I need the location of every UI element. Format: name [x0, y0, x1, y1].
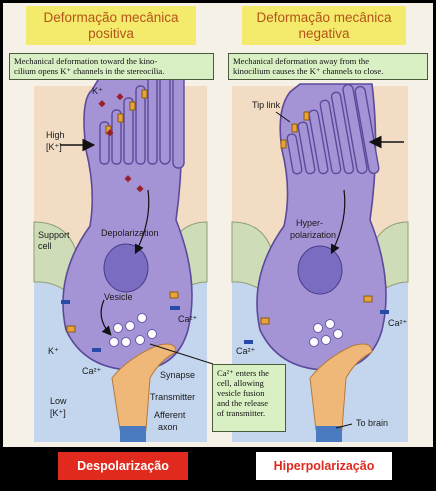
right-panel: [231, 83, 409, 442]
left-title: Deformação mecânica positiva: [26, 6, 196, 45]
left-stereocilia: [99, 61, 185, 169]
middle-callout-line4: and the release: [217, 398, 269, 408]
left-vesicle-arrow: [100, 299, 112, 336]
left-label-low-k: [K⁺]: [50, 408, 66, 418]
left-label-afferent: Afferent: [154, 410, 186, 420]
left-kinocilium: [172, 69, 185, 169]
right-vesicles: [309, 319, 343, 347]
left-afferent-nerve: [111, 343, 177, 431]
right-bottom-label: Hiperpolarização: [256, 452, 392, 480]
right-afferent-nerve: [309, 343, 373, 431]
left-bottom-text: Despolarização: [77, 459, 169, 473]
right-label-to-brain: To brain: [356, 418, 388, 428]
left-label-axon: axon: [158, 422, 178, 432]
left-label-depolarization: Depolarization: [101, 228, 159, 238]
middle-callout: Ca²⁺ enters the cell, allowing vesicle f…: [212, 364, 286, 432]
right-nucleus: [297, 245, 343, 295]
left-label-support2: cell: [38, 241, 52, 251]
left-label-support: Support: [38, 230, 70, 240]
right-kinocilium: [354, 85, 380, 175]
left-flow-arrow: [134, 189, 150, 255]
left-callout-line1: Mechanical deformation toward the kino-: [14, 56, 158, 66]
left-label-high: High: [46, 130, 65, 140]
right-stereocilia: [286, 83, 380, 175]
left-title-line2: positiva: [88, 25, 134, 41]
left-bottom-label: Despolarização: [58, 452, 188, 480]
right-title-line2: negativa: [298, 25, 350, 41]
middle-callout-line2: cell, allowing: [217, 378, 264, 388]
left-nucleus: [103, 243, 149, 293]
right-label-ca-left: Ca²⁺: [236, 346, 256, 356]
right-title-line1: Deformação mecânica: [256, 9, 392, 25]
left-label-k-bottom: K⁺: [48, 346, 59, 356]
left-label-vesicle: Vesicle: [104, 292, 133, 302]
right-callout-line1: Mechanical deformation away from the: [233, 56, 370, 66]
right-axon-stub: [316, 426, 342, 442]
right-k-channels: [260, 111, 373, 325]
right-flow-arrow: [330, 189, 346, 255]
left-label-synapse: Synapse: [160, 370, 195, 380]
middle-callout-pointer: [149, 343, 214, 365]
left-label-k-top: K⁺: [92, 86, 103, 96]
middle-callout-line1: Ca²⁺ enters the: [217, 368, 269, 378]
left-top-callout: Mechanical deformation toward the kino- …: [9, 53, 214, 80]
left-axon-stub: [120, 426, 146, 442]
left-k-channels: [66, 89, 179, 333]
right-callout-line2: kinocilium causes the K⁺ channels to clo…: [233, 66, 384, 76]
left-panel: [33, 61, 208, 442]
left-label-ca-left: Ca²⁺: [82, 366, 102, 376]
right-tip-link-pointer: [275, 111, 291, 123]
left-vesicles: [109, 313, 157, 347]
right-label-tip-link: Tip link: [252, 100, 281, 110]
left-label-ca-right: Ca²⁺: [178, 314, 198, 324]
left-k-ions: [98, 93, 144, 193]
middle-callout-line5: of transmitter.: [217, 408, 266, 418]
right-label-hyper1: Hyper-: [296, 218, 323, 228]
right-label-ca-right: Ca²⁺: [388, 318, 408, 328]
right-brain-pointer: [335, 423, 353, 429]
middle-callout-line3: vesicle fusion: [217, 388, 265, 398]
right-bottom-text: Hiperpolarização: [273, 459, 375, 473]
left-title-line1: Deformação mecânica: [43, 9, 179, 25]
right-title: Deformação mecânica negativa: [242, 6, 406, 45]
right-label-hyper2: polarization: [290, 230, 336, 240]
left-label-transmitter: Transmitter: [150, 392, 195, 402]
left-callout-line2: cilium opens K⁺ channels in the stereoci…: [14, 66, 165, 76]
right-top-callout: Mechanical deformation away from the kin…: [228, 53, 428, 80]
right-ca-ions: [244, 310, 389, 344]
left-label-high-k: [K⁺]: [46, 142, 62, 152]
left-label-low: Low: [50, 396, 67, 406]
left-ca-ions: [61, 300, 180, 352]
